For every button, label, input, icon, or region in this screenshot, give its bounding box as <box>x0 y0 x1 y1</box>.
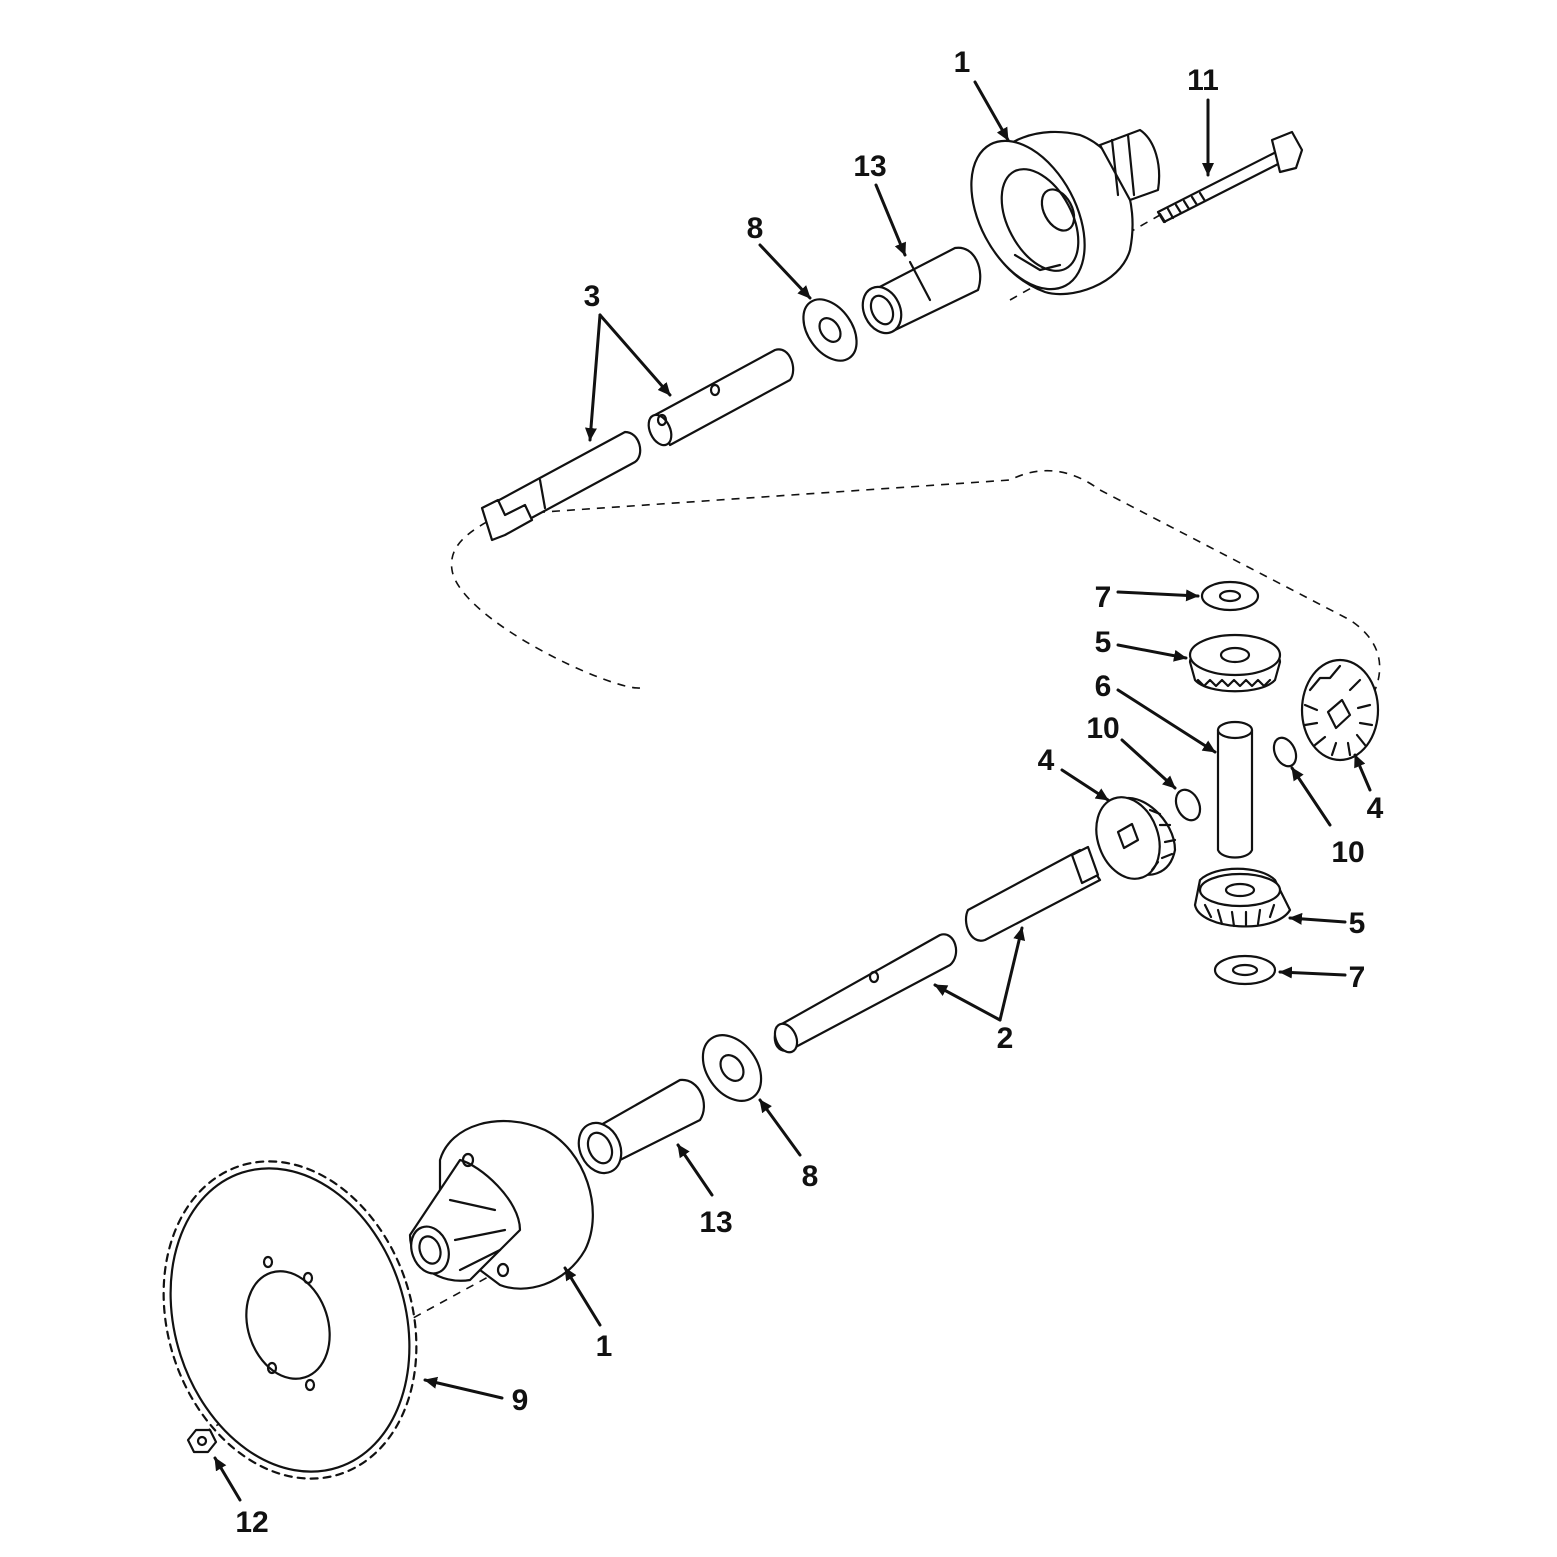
callout-11: 11 <box>1187 64 1219 97</box>
callout-5-bottom: 5 <box>1349 907 1366 940</box>
callout-13-bottom: 13 <box>699 1206 732 1239</box>
gear-5-bottom-part <box>1193 867 1292 928</box>
leader-arrows <box>213 80 1372 1502</box>
washer-7-top-part <box>1200 580 1260 612</box>
callout-1-bottom: 1 <box>596 1330 613 1363</box>
callout-labels: 1 11 13 8 3 7 5 6 10 4 4 10 5 7 2 8 13 1… <box>235 46 1383 1539</box>
bolt-part <box>1156 130 1304 224</box>
snap-ring-10-right-part <box>1272 736 1298 768</box>
callout-8-bottom: 8 <box>802 1160 819 1193</box>
callout-9: 9 <box>512 1384 529 1417</box>
snap-ring-10-left-part <box>1174 788 1202 822</box>
nut-part <box>186 1428 218 1454</box>
callout-10-left: 10 <box>1086 712 1119 745</box>
callout-7-bottom: 7 <box>1349 961 1366 994</box>
callout-6: 6 <box>1095 670 1112 703</box>
callout-5-top: 5 <box>1095 626 1112 659</box>
callout-3: 3 <box>584 280 601 313</box>
callout-10-right: 10 <box>1331 836 1364 869</box>
callout-12: 12 <box>235 1506 268 1539</box>
shaft-lower-left-part <box>773 933 958 1054</box>
gear-4-right-part <box>1300 658 1380 762</box>
callout-2: 2 <box>997 1022 1014 1055</box>
washer-bottom-part <box>701 1034 763 1102</box>
shaft-top-left-part <box>480 430 642 542</box>
sprocket-part <box>162 1160 418 1480</box>
callout-13-top: 13 <box>853 150 886 183</box>
callout-1-top: 1 <box>954 46 971 79</box>
callout-7-top: 7 <box>1095 581 1112 614</box>
callout-4-right: 4 <box>1367 792 1384 825</box>
shaft-lower-right-part <box>964 845 1102 942</box>
gear-5-top-part <box>1188 633 1282 693</box>
gear-4-left-part <box>1095 796 1177 880</box>
callout-8-top: 8 <box>747 212 764 245</box>
housing-bottom-part <box>408 1120 594 1290</box>
bushing-top-part <box>861 246 982 335</box>
shaft-top-right-part <box>647 348 795 447</box>
callout-4-left: 4 <box>1038 744 1055 777</box>
housing-top-part <box>970 128 1161 296</box>
pin-6-part <box>1216 720 1254 859</box>
bushing-bottom-part <box>577 1078 705 1175</box>
washer-7-bottom-part <box>1213 954 1277 986</box>
washer-top-part <box>802 298 858 362</box>
